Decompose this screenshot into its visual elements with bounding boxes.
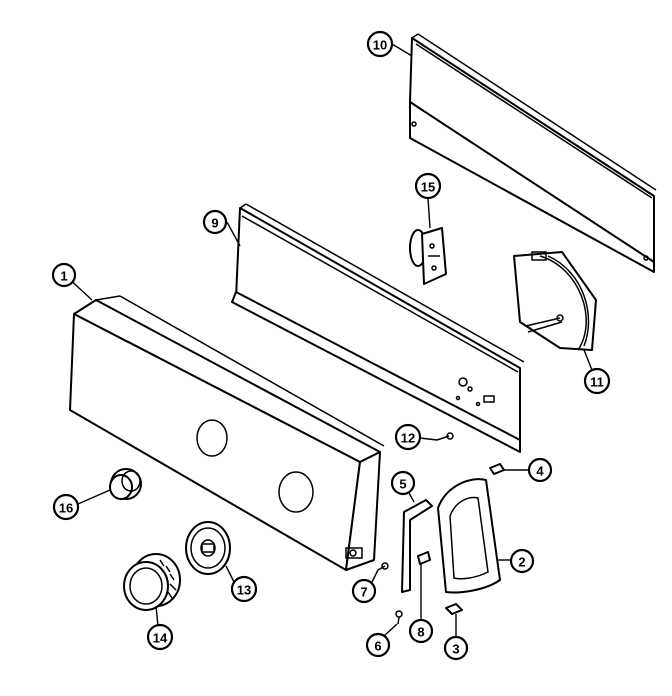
part-14-knob: [123, 553, 181, 611]
callout-12: 12: [394, 423, 422, 451]
part-8-clip: [417, 551, 431, 565]
callout-1-label: 1: [60, 269, 67, 284]
part-16-knob: [109, 468, 142, 500]
callout-11-label: 11: [590, 375, 604, 390]
part-13-dial: [185, 521, 231, 575]
part-12-screw: [436, 432, 454, 441]
part-7-screw: [377, 562, 389, 571]
callout-16: 16: [52, 493, 80, 521]
part-9-console-panel: [231, 203, 525, 453]
callout-4-label: 4: [536, 464, 544, 479]
part-2-end-cap: [437, 478, 501, 594]
callout-6: 6: [365, 632, 391, 658]
part-4-clip: [489, 463, 505, 475]
callout-7-label: 7: [360, 585, 367, 600]
callout-2: 2: [509, 548, 535, 574]
callout-9: 9: [202, 209, 228, 235]
part-15-bracket: [409, 227, 447, 285]
callout-13-label: 13: [237, 583, 251, 598]
callout-13: 13: [230, 575, 258, 603]
callout-3: 3: [443, 635, 469, 661]
part-5-trim-strip: [401, 499, 433, 593]
callout-15-label: 15: [421, 180, 435, 195]
part-3-bracket: [445, 603, 463, 615]
callout-15: 15: [414, 172, 442, 200]
callout-9-label: 9: [211, 216, 218, 231]
callout-14-label: 14: [153, 631, 168, 646]
callout-7: 7: [351, 578, 377, 604]
callout-8: 8: [408, 618, 434, 644]
part-1-console-housing: [69, 295, 385, 571]
part-11-timer-assembly: [513, 251, 597, 351]
callout-11: 11: [583, 367, 611, 395]
leader-lines: [65, 43, 593, 637]
callout-1: 1: [51, 262, 77, 288]
callout-10: 10: [366, 30, 394, 58]
callout-12-label: 12: [401, 431, 415, 446]
callout-2-label: 2: [518, 555, 525, 570]
callout-10-label: 10: [373, 38, 387, 53]
callout-4: 4: [527, 457, 553, 483]
callout-8-label: 8: [417, 625, 424, 640]
callout-16-label: 16: [59, 501, 73, 516]
part-10-back-panel: [409, 33, 657, 273]
callout-14: 14: [146, 623, 174, 651]
callout-3-label: 3: [452, 642, 459, 657]
callout-6-label: 6: [374, 639, 381, 654]
callout-5: 5: [390, 470, 416, 496]
callout-5-label: 5: [399, 477, 406, 492]
part-6-screw: [395, 610, 403, 625]
